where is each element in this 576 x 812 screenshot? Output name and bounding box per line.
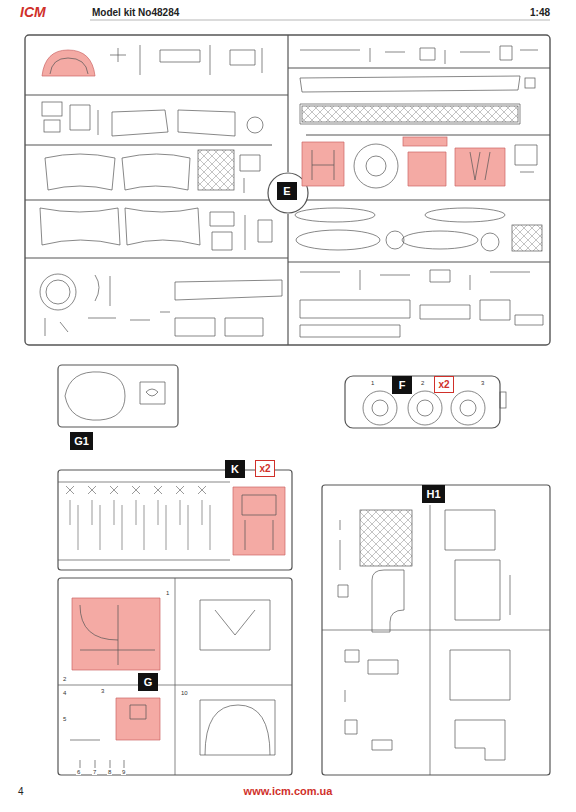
logo-text: ICM <box>20 5 46 19</box>
part-number: 2 <box>420 380 425 386</box>
sprue-letter: F <box>392 376 412 394</box>
part-number: 6 <box>76 769 81 775</box>
small-part <box>198 486 210 550</box>
sprue-letter-text: x2 <box>438 380 449 390</box>
part-number: 10 <box>180 690 189 696</box>
quantity-tag: x2 <box>255 460 275 477</box>
website: www.icm.com.ua <box>244 786 333 797</box>
small-part <box>176 486 188 550</box>
part-number: 1 <box>370 380 375 386</box>
scale: 1:48 <box>530 8 550 18</box>
small-part <box>88 486 100 550</box>
small-part <box>132 486 144 550</box>
part-number: 3 <box>100 688 105 694</box>
part-number: 4 <box>62 690 67 696</box>
sprue-letter: E <box>277 182 297 200</box>
sprue-letter-text: E <box>283 186 290 197</box>
sprue-letter-text: G <box>144 677 153 688</box>
page-number: 4 <box>18 787 24 797</box>
part-number: 5 <box>62 716 67 722</box>
sprue-letter-text: H1 <box>426 489 440 500</box>
part-number: 7 <box>92 769 97 775</box>
small-part <box>154 486 166 550</box>
sprue-letter: G1 <box>70 432 93 450</box>
part-number: 1 <box>165 590 170 596</box>
part-number: 3 <box>480 380 485 386</box>
sprue-letter: H1 <box>422 485 445 503</box>
part-number: 2 <box>62 676 67 682</box>
kit-number: Model kit No48284 <box>92 8 179 18</box>
sprue-letter-text: x2 <box>259 464 270 474</box>
part-number: 8 <box>107 769 112 775</box>
sprue-letter-text: G1 <box>74 436 89 447</box>
sprue-letter: K <box>225 460 245 478</box>
part-number: 9 <box>121 769 126 775</box>
sprue-letter-text: F <box>399 380 406 391</box>
small-part <box>110 486 122 550</box>
quantity-tag: x2 <box>434 376 454 393</box>
sprue-letter: G <box>138 673 158 691</box>
sprue-letter-text: K <box>231 464 239 475</box>
small-part <box>66 486 78 550</box>
